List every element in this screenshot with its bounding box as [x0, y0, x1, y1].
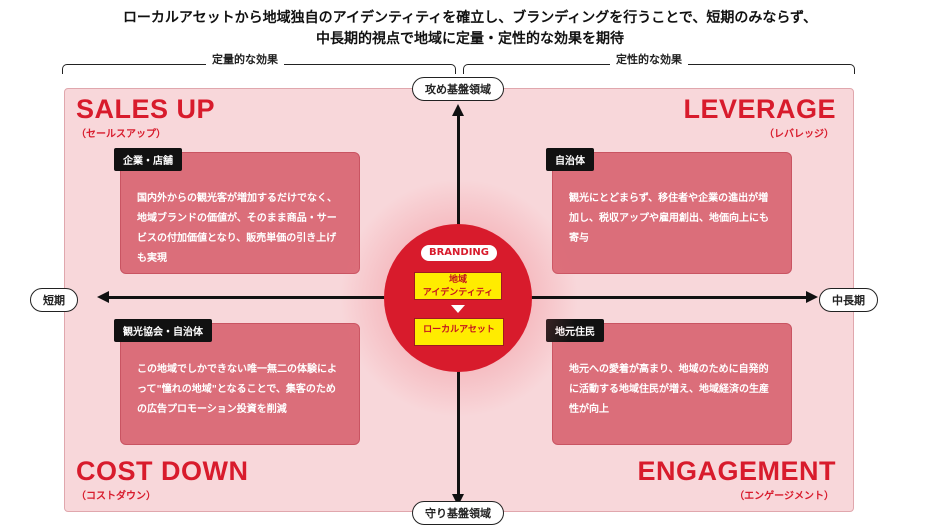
axis-label-right: 中長期: [819, 288, 878, 312]
subtitle-engagement: （エンゲージメント）: [734, 491, 834, 502]
box-cost-down: この地域でしかできない唯一無二の体験によって"憧れの地域"となることで、集客のた…: [120, 323, 360, 445]
header-line-2: 中長期的視点で地域に定量・定性的な効果を期待: [316, 31, 624, 47]
title-engagement: ENGAGEMENT: [637, 456, 836, 486]
bracket-left-label: 定量的な効果: [206, 51, 284, 67]
arrow-right-icon: [806, 291, 818, 303]
header-line-1: ローカルアセットから地域独自のアイデンティティを確立し、ブランディングを行うこと…: [122, 10, 818, 26]
text-sales-up: 国内外からの観光客が増加するだけでなく、地域ブランドの価値が、そのまま商品・サー…: [137, 193, 337, 264]
axis-label-top: 攻め基盤領域: [412, 77, 504, 101]
subtitle-sales-up: （セールスアップ）: [76, 129, 166, 140]
axis-label-left: 短期: [30, 288, 78, 312]
tag-company-store: 企業・店舗: [114, 148, 182, 171]
title-cost-down: COST DOWN: [76, 456, 249, 486]
box-engagement: 地元への愛着が高まり、地域のために自発的に活動する地域住民が増え、地域経済の生産…: [552, 323, 792, 445]
text-engagement: 地元への愛着が高まり、地域のために自発的に活動する地域住民が増え、地域経済の生産…: [569, 364, 769, 415]
identity-box: 地域 アイデンティティ: [414, 272, 502, 300]
tag-municipality: 自治体: [546, 148, 594, 171]
header: ローカルアセットから地域独自のアイデンティティを確立し、ブランディングを行うこと…: [0, 8, 940, 50]
axis-label-bottom: 守り基盤領域: [412, 501, 504, 525]
arrow-left-icon: [97, 291, 109, 303]
subtitle-leverage: （レバレッジ）: [764, 129, 834, 140]
title-leverage: LEVERAGE: [683, 94, 836, 124]
text-leverage: 観光にとどまらず、移住者や企業の進出が増加し、税収アップや雇用創出、地価向上にも…: [569, 193, 769, 244]
branding-label: BRANDING: [420, 244, 498, 262]
tag-tourism-association: 観光協会・自治体: [114, 319, 212, 342]
subtitle-cost-down: （コストダウン）: [76, 491, 156, 502]
local-asset-box: ローカルアセット: [414, 318, 504, 346]
title-sales-up: SALES UP: [76, 94, 216, 124]
arrow-down-small-icon: [451, 305, 465, 313]
arrow-up-icon: [452, 104, 464, 116]
bracket-right-label: 定性的な効果: [610, 51, 688, 67]
box-sales-up: 国内外からの観光客が増加するだけでなく、地域ブランドの価値が、そのまま商品・サー…: [120, 152, 360, 274]
box-leverage: 観光にとどまらず、移住者や企業の進出が増加し、税収アップや雇用創出、地価向上にも…: [552, 152, 792, 274]
text-cost-down: この地域でしかできない唯一無二の体験によって"憧れの地域"となることで、集客のた…: [137, 364, 337, 415]
